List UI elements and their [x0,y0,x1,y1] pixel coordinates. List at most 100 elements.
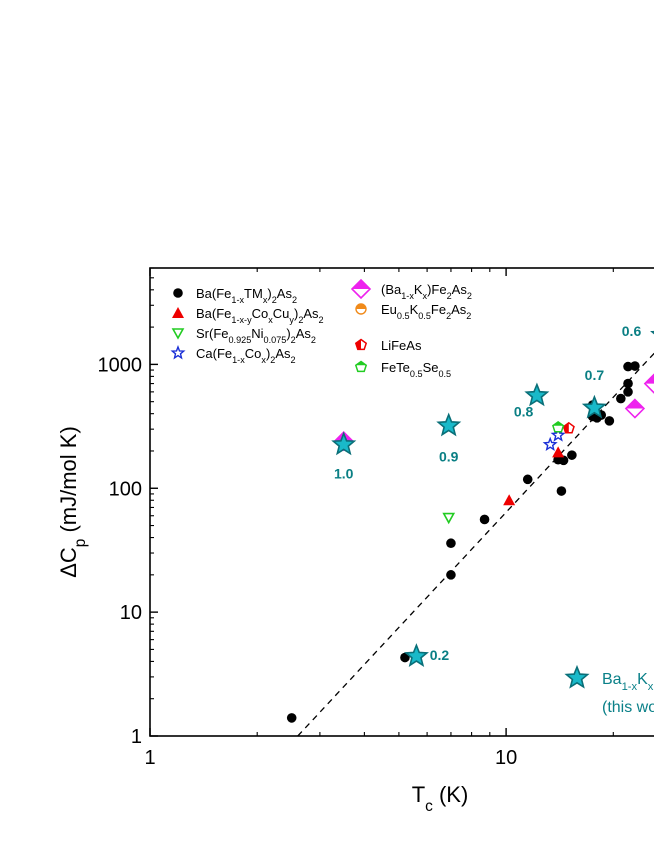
doping-annotation: 0.6 [622,323,642,339]
x-tick-label: 1 [144,747,155,769]
data-point-shape [567,450,577,460]
data-point-fill [563,422,569,433]
data-point [552,420,565,433]
legend-label: LiFeAs [381,338,422,353]
legend-marker [172,307,184,318]
data-point [552,446,565,458]
legend-marker [173,288,183,298]
data-point-shape [556,486,567,496]
data-point-shape [479,514,490,525]
this-work-point-shape [581,394,607,419]
legend-marker-shape [170,345,186,360]
data-layer [286,330,654,723]
this-work-point [436,412,462,437]
data-point-shape [442,512,456,525]
data-point [643,373,654,394]
data-point-shape [552,446,565,458]
legend-marker-fill [356,304,366,309]
data-point-shape [630,361,640,371]
data-point-shape [522,474,533,485]
fit-line [297,352,654,737]
x-axis-label: Tc (K) [412,782,469,815]
legend-marker-fill [352,280,370,289]
data-point-shape [623,361,633,372]
x-tick-label: 10 [495,747,517,769]
doping-annotation: 1.0 [334,465,354,481]
legend-this-work-marker [564,664,590,689]
legend-marker-fill [355,339,361,350]
data-point [446,538,456,549]
y-tick-label: 10 [120,602,142,624]
legend-marker [354,360,368,373]
this-work-point [403,643,429,667]
y-axis-label: ΔCp (mJ/mol K) [56,426,89,578]
legend-label: FeTe0.5Se0.5 [381,360,451,379]
doping-annotation: 0.8 [514,403,534,419]
legend-this-work-marker-shape [564,664,590,689]
this-work-point [331,431,357,456]
doping-annotation: 0.9 [439,448,459,464]
data-point [567,450,577,460]
data-point [562,421,575,434]
data-point [556,486,567,496]
legend-label: Sr(Fe0.925Ni0.075)2As2 [196,326,316,345]
data-point [542,436,558,452]
data-point [503,494,516,506]
data-point [623,361,633,372]
data-point-shape [623,378,633,389]
legend-label: Eu0.5K0.5Fe2As2 [381,302,471,321]
this-work-point [581,394,607,419]
data-point [616,393,626,404]
data-point [442,512,456,525]
legend-marker-shape [173,288,183,298]
data-point-fill [552,421,564,426]
data-point [286,713,297,723]
data-point [624,398,646,419]
data-point [522,474,533,485]
legend-marker [171,328,185,340]
data-point-shape [400,652,410,663]
data-point-shape [446,538,456,549]
data-point [623,378,633,389]
y-tick-label: 1 [131,726,142,748]
data-point [558,455,569,466]
legend-marker-shape [172,307,184,318]
legend-marker [350,278,372,300]
data-point-shape [446,570,456,580]
this-work-point [524,382,550,407]
legend-marker [354,338,368,351]
legend-label: Ba(Fe1-xTMx)2As2 [196,286,297,305]
plot-frame [149,267,654,737]
data-point-shape [286,713,297,723]
legend-this-work-note: (this wo [602,699,654,716]
data-point-shape [616,393,626,404]
data-point [479,514,490,525]
doping-annotation: 0.7 [585,367,605,383]
this-work-point-shape [436,412,462,437]
legend-marker [355,303,367,315]
this-work-point-shape [331,431,357,456]
data-point-fill [644,374,654,384]
legend-marker-fill [355,361,367,366]
data-point-shape [623,387,633,397]
data-point [623,387,633,397]
data-point [604,416,615,426]
data-point-shape [542,436,558,452]
data-point [630,361,640,371]
legend-marker [170,345,186,360]
data-point [550,427,566,442]
data-point-shape [604,416,615,426]
data-point-fill [625,399,644,409]
legend-label: Ba(Fe1-x-yCoxCuy)2As2 [196,306,324,325]
data-point [400,652,410,663]
data-point-shape [503,494,516,506]
fit-line-layer [297,352,654,737]
data-point-shape [558,455,569,466]
axis-labels: Tc (K) ΔCp (mJ/mol K) [56,426,468,814]
legend-this-work-label: Ba1-xKx [602,671,654,693]
legend-label: Ca(Fe1-xCox)2As2 [196,346,296,365]
y-tick-label: 1000 [98,354,143,376]
legend-marker-shape [171,328,185,340]
